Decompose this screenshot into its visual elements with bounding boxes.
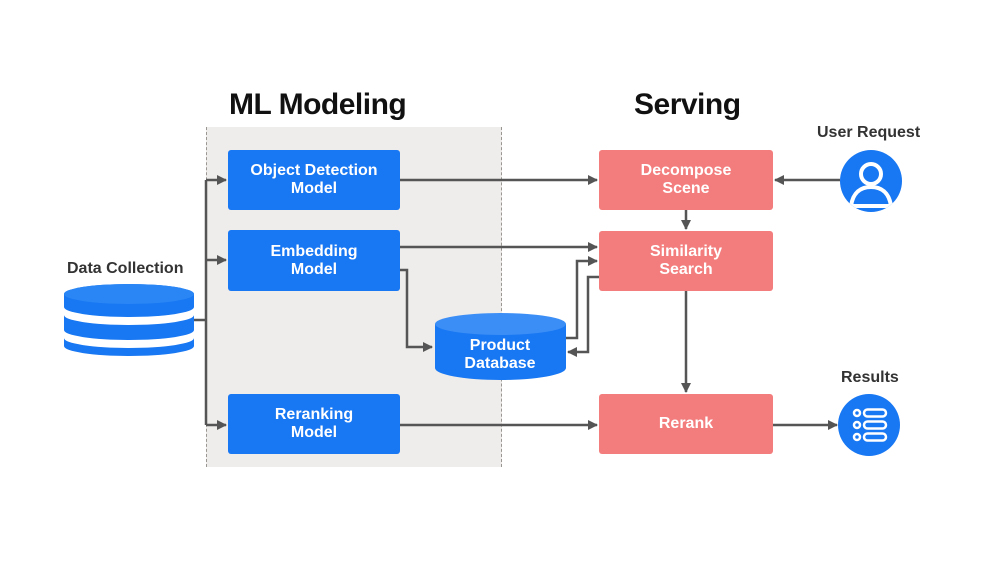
rerank-box[interactable]: Rerank	[599, 394, 773, 454]
decompose-scene-box[interactable]: Decompose Scene	[599, 150, 773, 210]
embedding-model-box[interactable]: Embedding Model	[228, 230, 400, 291]
results-label: Results	[841, 369, 899, 386]
arrow-similarity-to-database	[567, 275, 599, 357]
product-database-cylinder[interactable]	[434, 312, 567, 382]
list-icon[interactable]	[838, 394, 900, 456]
serving-title: Serving	[634, 88, 741, 121]
database-icon	[64, 284, 194, 356]
product-database-label: Product Database	[464, 337, 536, 372]
ml-modeling-title: ML Modeling	[229, 88, 407, 121]
similarity-search-box[interactable]: Similarity Search	[599, 231, 773, 291]
data-collection-label: Data Collection	[67, 260, 184, 277]
user-request-label: User Request	[817, 124, 921, 141]
user-icon[interactable]	[840, 150, 902, 212]
reranking-model-box[interactable]: Reranking Model	[228, 394, 400, 454]
arrow-embedding-to-database	[400, 268, 433, 352]
arrow-database-to-similarity	[566, 256, 598, 340]
object-detection-model-box[interactable]: Object Detection Model	[228, 150, 400, 210]
